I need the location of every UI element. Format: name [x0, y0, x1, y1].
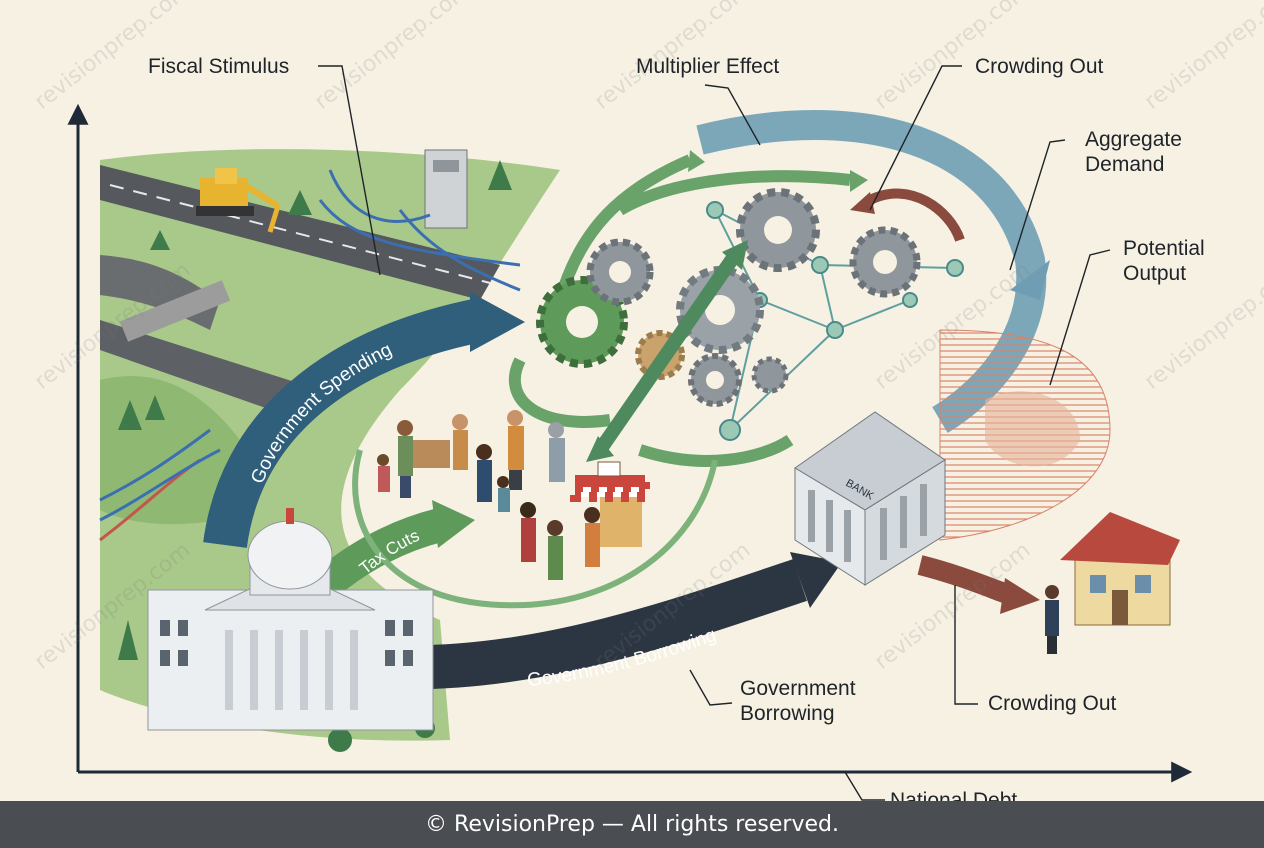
label-government-borrowing-line1: Government [740, 677, 856, 700]
label-potential-output-line2: Output [1123, 262, 1187, 285]
capitol-building [147, 508, 434, 731]
potential-output-inner [985, 391, 1080, 467]
copyright-footer: © RevisionPrep — All rights reserved. [0, 801, 1264, 848]
network-cables [99, 169, 521, 542]
excavator [196, 168, 281, 233]
multiplier-arrowhead [688, 150, 705, 172]
server-tower [424, 149, 468, 229]
trees [118, 160, 512, 752]
bank-building [794, 411, 946, 586]
label-aggregate-demand-line2: Demand [1085, 153, 1165, 176]
label-government-borrowing-line2: Borrowing [740, 702, 835, 725]
tax-cuts-arrow [313, 508, 445, 599]
multiplier-diagonal-arrow [594, 251, 741, 454]
gears [536, 188, 921, 407]
label-potential-output-line1: Potential [1123, 237, 1205, 260]
label-aggregate-demand-line1: Aggregate [1085, 128, 1182, 151]
label-crowding-out-bottom: Crowding Out [988, 692, 1117, 715]
crowding-out-arrowhead [1000, 578, 1040, 614]
government-spending-arrowhead [470, 292, 525, 352]
house [1060, 512, 1180, 626]
bridge-deck [119, 280, 231, 342]
house-buyer [1045, 585, 1059, 654]
lower-road [100, 320, 320, 420]
multiplier-diagonal-head [722, 240, 748, 270]
leader-lines [318, 65, 1111, 801]
household-loop-arrow [352, 449, 718, 609]
crowding-out-loop-head [850, 192, 875, 214]
shop-building [570, 461, 650, 547]
crowding-out-arrow [917, 555, 1014, 605]
aggregate-demand-arrowhead [1010, 260, 1050, 300]
label-multiplier-effect: Multiplier Effect [636, 55, 780, 78]
multiplier-diagonal-tail [586, 436, 614, 462]
label-fiscal-stimulus: Fiscal Stimulus [148, 55, 290, 78]
multiplier-arrowhead-2 [850, 170, 868, 192]
tax-cuts-arrowhead [432, 500, 475, 548]
crowding-out-loop-arrow [867, 188, 965, 242]
households-people [377, 410, 600, 580]
multiplier-loop-arrows [508, 154, 851, 467]
highway-lane-mark [109, 184, 491, 284]
government-spending-arrow [203, 298, 485, 549]
government-borrowing-arrowhead [790, 552, 842, 608]
label-crowding-out-top: Crowding Out [975, 55, 1104, 78]
copyright-text: © RevisionPrep — All rights reserved. [425, 812, 839, 837]
